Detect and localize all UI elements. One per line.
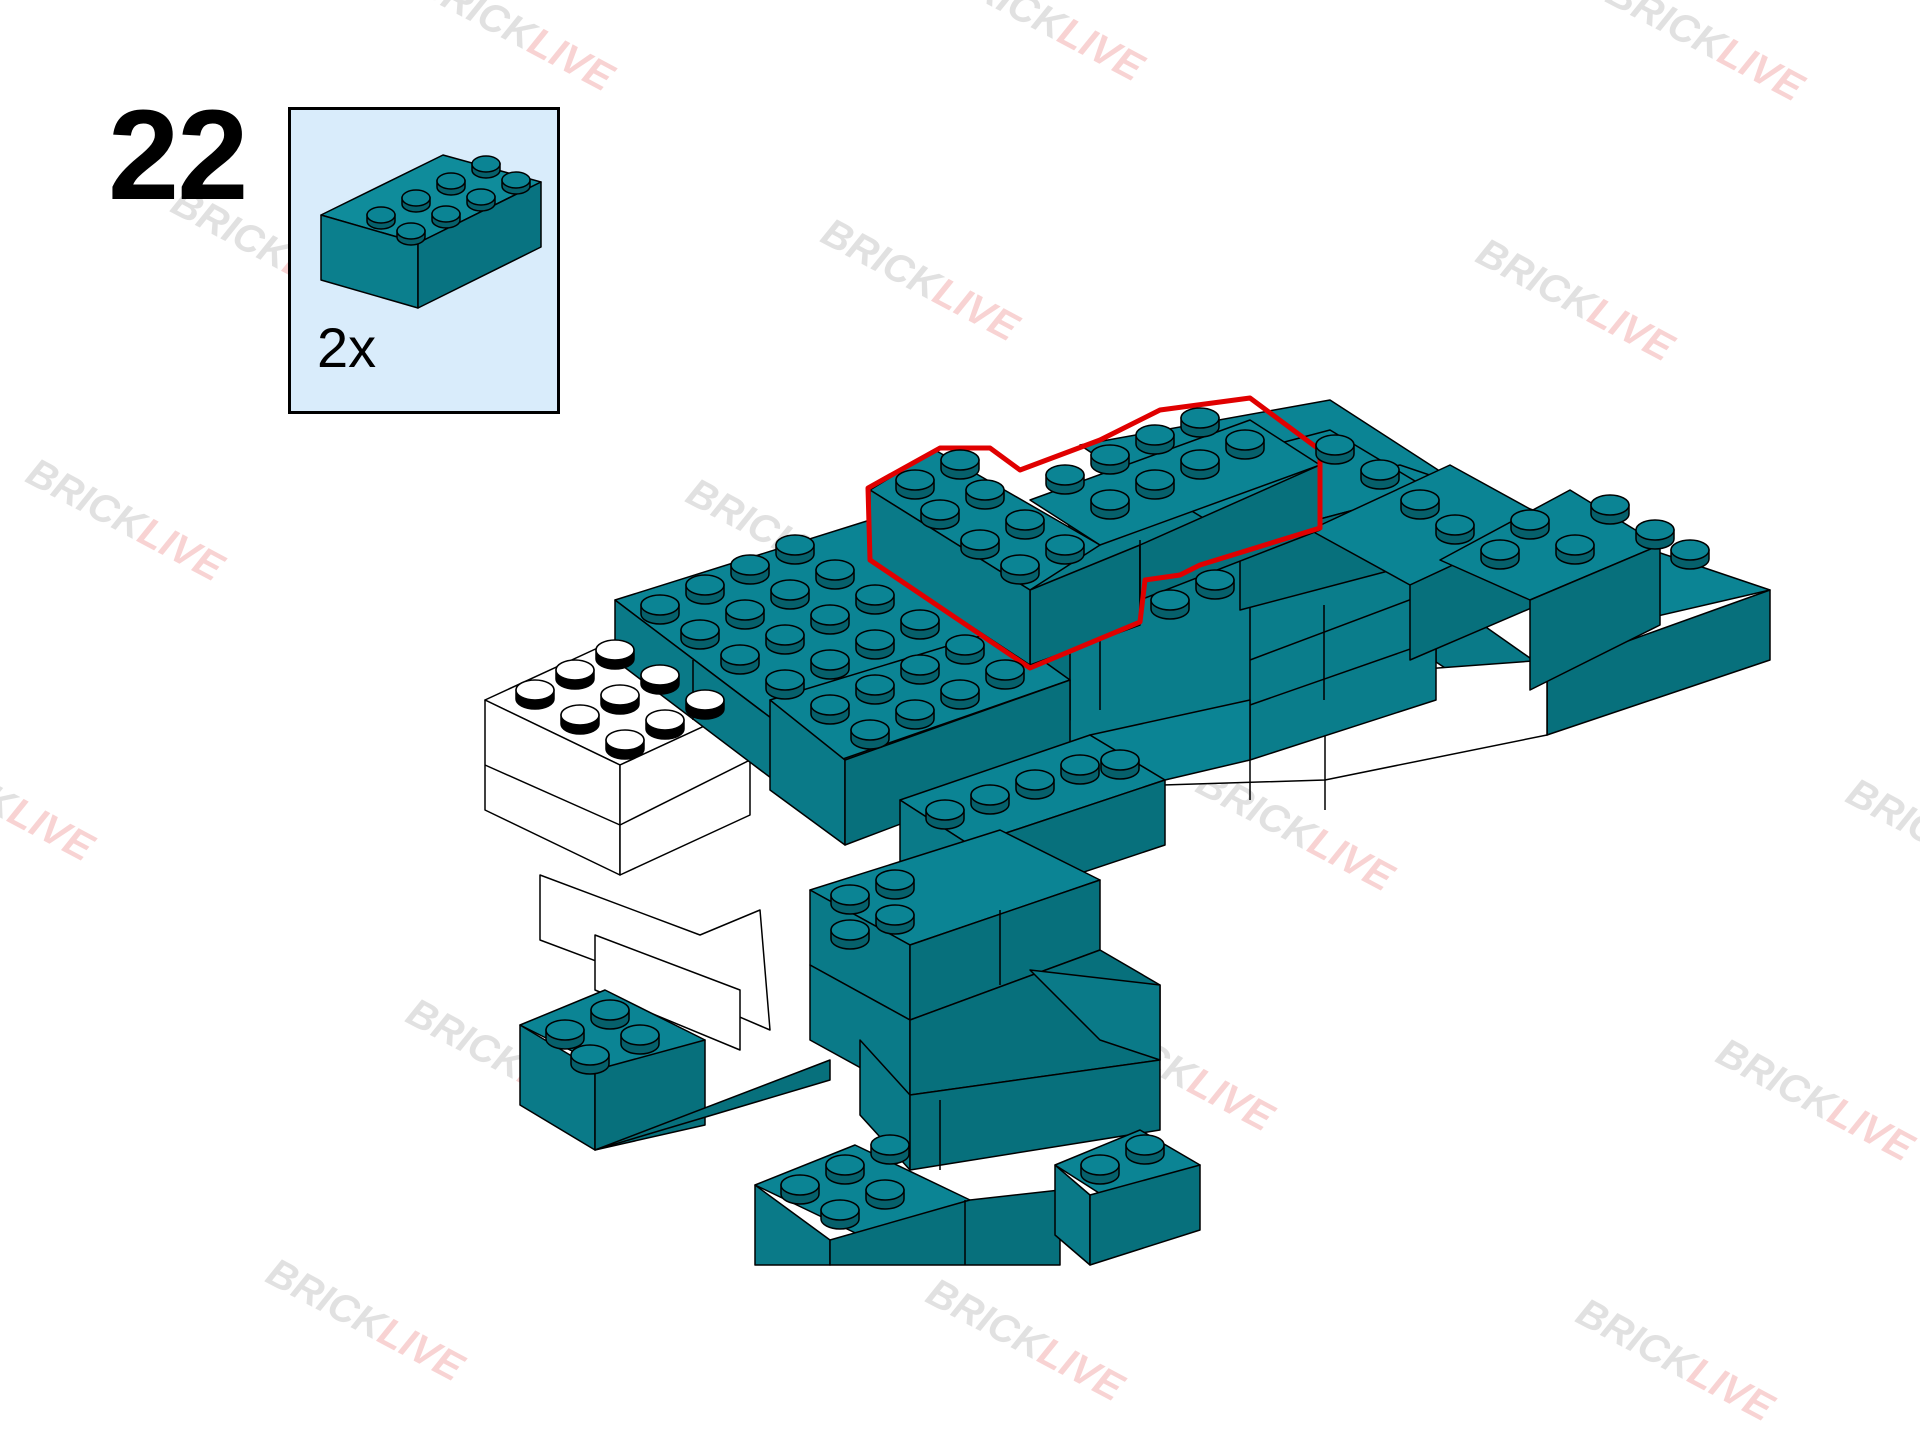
stud (1060, 754, 1100, 785)
stud (1180, 449, 1220, 480)
stud (595, 639, 635, 670)
left-foot-brick (519, 989, 831, 1151)
stud (685, 689, 725, 720)
parts-callout: 2x (288, 107, 560, 414)
stud (1510, 509, 1550, 540)
stud (1150, 589, 1190, 620)
stud (940, 449, 980, 480)
stud (1635, 519, 1675, 550)
stud (730, 554, 770, 585)
stud (770, 579, 810, 610)
stud (965, 479, 1005, 510)
stud (555, 659, 595, 690)
stud (865, 1179, 905, 1210)
stud (366, 206, 396, 230)
stud (590, 999, 630, 1030)
stud (970, 784, 1010, 815)
stud (1180, 407, 1220, 438)
step-number: 22 (108, 84, 248, 227)
part-quantity: 2x (317, 316, 377, 379)
stud (466, 188, 496, 212)
stud (1435, 514, 1475, 545)
stud (1045, 534, 1085, 565)
stud (515, 679, 555, 710)
stud (1090, 444, 1130, 475)
stud (545, 1019, 585, 1050)
stud (1480, 539, 1520, 570)
stud (431, 205, 461, 229)
stud (940, 679, 980, 710)
stud (1000, 554, 1040, 585)
stud (810, 649, 850, 680)
stud (1400, 489, 1440, 520)
stud (605, 729, 645, 760)
stud (1125, 1134, 1165, 1165)
stud (850, 719, 890, 750)
stud (645, 709, 685, 740)
stud (825, 1154, 865, 1185)
stud (640, 594, 680, 625)
stud (685, 574, 725, 605)
stud (1080, 1154, 1120, 1185)
stud (1135, 469, 1175, 500)
stud (1555, 534, 1595, 565)
stud (471, 155, 501, 179)
stud (1005, 509, 1045, 540)
stud (875, 869, 915, 900)
stud (810, 604, 850, 635)
stud (1015, 769, 1055, 800)
stud (925, 799, 965, 830)
stud (895, 469, 935, 500)
stud (900, 609, 940, 640)
stud (570, 1044, 610, 1075)
stud (620, 1024, 660, 1055)
stud (775, 534, 815, 565)
stud (1225, 429, 1265, 460)
stud (396, 222, 426, 246)
stud (900, 654, 940, 685)
stud (920, 499, 960, 530)
stud (560, 704, 600, 735)
stud (855, 584, 895, 615)
stud (815, 559, 855, 590)
stud (1135, 424, 1175, 455)
stud (1315, 434, 1355, 465)
stud (600, 684, 640, 715)
stud (1360, 459, 1400, 490)
stud (725, 599, 765, 630)
stud (640, 664, 680, 695)
highlight-outline (865, 395, 1323, 671)
stud (765, 624, 805, 655)
model-illustration (484, 395, 1771, 1266)
part-brick-icon (320, 154, 542, 309)
stud (985, 659, 1025, 690)
stud (501, 171, 531, 195)
stud (960, 529, 1000, 560)
stud (855, 629, 895, 660)
stud (830, 884, 870, 915)
stud (765, 669, 805, 700)
stud (680, 619, 720, 650)
stud (1090, 489, 1130, 520)
stud (780, 1174, 820, 1205)
stud (401, 189, 431, 213)
stud (855, 674, 895, 705)
stud (810, 694, 850, 725)
stud (1590, 494, 1630, 525)
leg-brick-stack (809, 829, 1161, 1171)
stud (436, 172, 466, 196)
stud (720, 644, 760, 675)
stud (1195, 569, 1235, 600)
stud (945, 634, 985, 665)
stud (1670, 539, 1710, 570)
stud (895, 699, 935, 730)
stud (1045, 464, 1085, 495)
stud (830, 919, 870, 950)
stud (870, 1134, 910, 1165)
stud (1100, 749, 1140, 780)
stud (820, 1199, 860, 1230)
stud (875, 904, 915, 935)
